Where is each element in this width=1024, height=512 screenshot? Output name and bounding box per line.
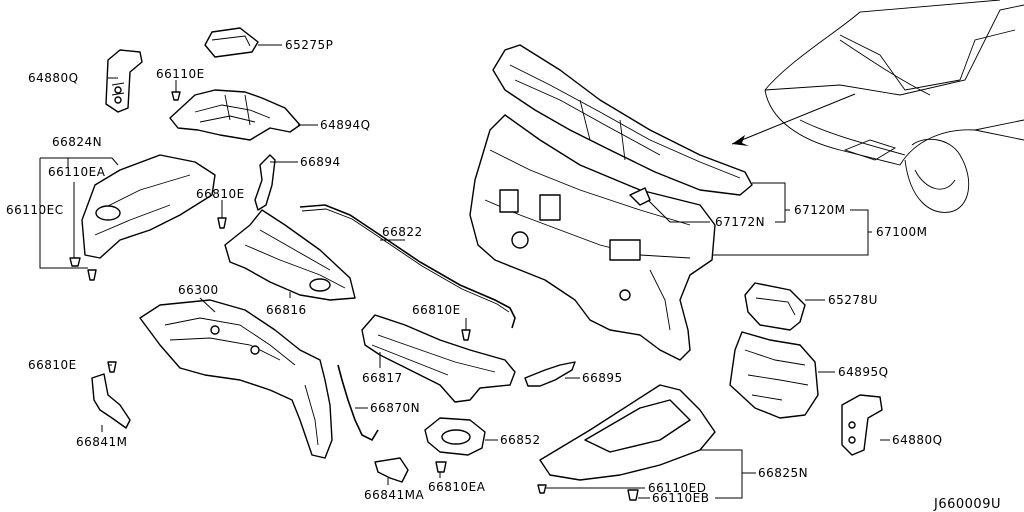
label-66824N: 66824N: [52, 135, 102, 149]
label-66817: 66817: [362, 371, 403, 385]
label-67172N: 67172N: [715, 215, 765, 229]
part-64895Q[interactable]: [729, 331, 819, 419]
label-66110EC: 66110EC: [6, 203, 64, 217]
part-65275P[interactable]: [204, 27, 259, 58]
label-65275P: 65275P: [285, 38, 333, 52]
part-66825N[interactable]: [537, 384, 716, 501]
part-67100M[interactable]: [469, 114, 716, 361]
label-64894Q: 64894Q: [320, 118, 371, 132]
label-66300: 66300: [178, 283, 219, 297]
label-66810E-c: 66810E: [412, 303, 461, 317]
part-66841M[interactable]: [91, 373, 131, 429]
label-67120M: 67120M: [794, 203, 846, 217]
label-66894: 66894: [300, 155, 341, 169]
label-66895: 66895: [582, 371, 623, 385]
label-66822: 66822: [382, 225, 423, 239]
part-66817[interactable]: [361, 314, 516, 403]
part-67120M[interactable]: [492, 44, 753, 196]
leader-lines: [39, 44, 890, 499]
part-66894[interactable]: [254, 154, 276, 211]
label-64895Q: 64895Q: [838, 365, 889, 379]
part-66816[interactable]: [224, 209, 356, 301]
clip-66810E-c[interactable]: [461, 329, 471, 341]
clip-66810E-a[interactable]: [217, 217, 227, 229]
part-66822[interactable]: [299, 204, 516, 329]
label-64880Q-right: 64880Q: [892, 433, 943, 447]
label-66852: 66852: [500, 433, 541, 447]
clip-66110E[interactable]: [171, 91, 181, 101]
clip-66810E-b[interactable]: [107, 361, 117, 373]
part-66895[interactable]: [524, 361, 576, 387]
label-66870N: 66870N: [370, 401, 420, 415]
label-66810E-b: 66810E: [28, 358, 77, 372]
label-66841MA: 66841MA: [364, 488, 425, 502]
part-65278U[interactable]: [744, 282, 806, 331]
part-66841MA[interactable]: [374, 457, 409, 483]
part-66870N[interactable]: [337, 364, 379, 442]
diagram-code: J660009U: [933, 497, 1001, 512]
part-66852[interactable]: [424, 417, 486, 456]
label-65278U: 65278U: [828, 293, 878, 307]
label-66110EA: 66110EA: [48, 165, 106, 179]
label-67100M: 67100M: [876, 225, 928, 239]
label-66110E: 66110E: [156, 67, 205, 81]
clip-66810EA[interactable]: [435, 461, 447, 473]
label-66841M: 66841M: [76, 435, 128, 449]
label-66816: 66816: [266, 303, 307, 317]
vehicle-outline: [731, 0, 1024, 213]
part-66300[interactable]: [139, 299, 333, 459]
part-66824N[interactable]: [69, 154, 216, 281]
label-66110EB: 66110EB: [652, 491, 710, 505]
part-64894Q[interactable]: [169, 89, 301, 141]
label-64880Q-left: 64880Q: [28, 71, 79, 85]
part-67172N[interactable]: [629, 187, 651, 206]
part-64880Q-left[interactable]: [105, 49, 143, 113]
label-66810EA: 66810EA: [428, 480, 486, 494]
label-66825N: 66825N: [758, 466, 808, 480]
label-66810E-a: 66810E: [196, 187, 245, 201]
label-66110ED: 66110ED: [648, 481, 707, 495]
part-labels: 65275P 64880Q 66110E 64894Q 66824N 66110…: [6, 38, 1001, 512]
part-64880Q-right[interactable]: [841, 394, 883, 456]
